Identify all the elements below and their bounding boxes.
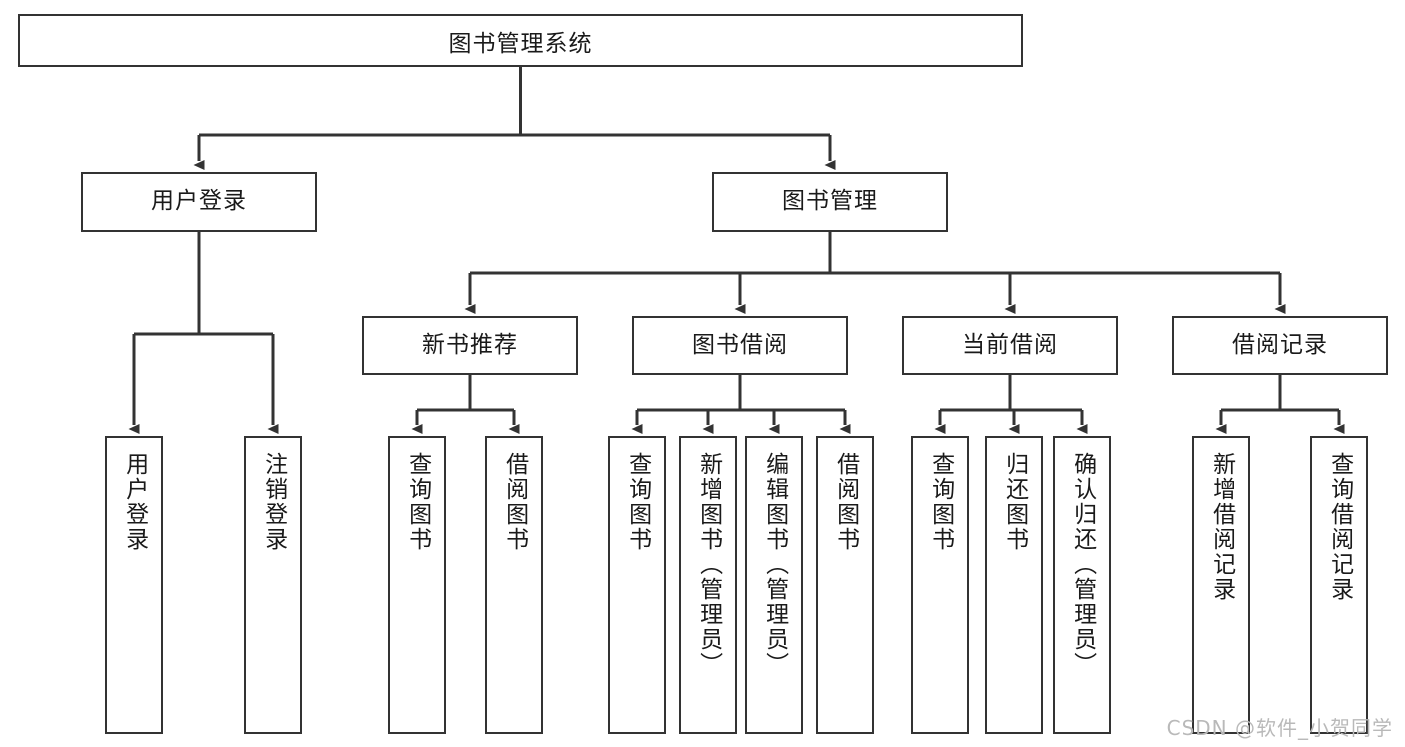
node-label: 归还图书 — [1001, 452, 1028, 552]
node-leaf-user-logout[interactable]: 注销登录 — [244, 436, 302, 734]
node-label: 图书管理 — [782, 188, 878, 215]
node-label: 借阅记录 — [1232, 331, 1328, 358]
node-user-login[interactable]: 用户登录 — [81, 172, 317, 232]
node-new-book-recommend[interactable]: 新书推荐 — [362, 316, 578, 375]
node-leaf-borrow-book-recommend[interactable]: 借阅图书 — [485, 436, 543, 734]
node-leaf-query-book-borrow[interactable]: 查询图书 — [608, 436, 666, 734]
node-current-borrow[interactable]: 当前借阅 — [902, 316, 1118, 375]
node-label: 用户登录 — [151, 188, 247, 215]
node-leaf-add-book[interactable]: 新增图书（管理员） — [679, 436, 737, 734]
node-leaf-user-login[interactable]: 用户登录 — [105, 436, 163, 734]
node-label: 查询图书 — [404, 452, 431, 552]
node-label: 新增借阅记录 — [1208, 452, 1235, 602]
node-label: 当前借阅 — [962, 331, 1058, 358]
node-label: 新书推荐 — [422, 331, 518, 358]
node-leaf-add-record[interactable]: 新增借阅记录 — [1192, 436, 1250, 734]
node-borrow-record[interactable]: 借阅记录 — [1172, 316, 1388, 375]
node-label: 确认归还（管理员） — [1069, 452, 1096, 677]
node-root[interactable]: 图书管理系统 — [18, 14, 1023, 67]
node-leaf-query-book-recommend[interactable]: 查询图书 — [388, 436, 446, 734]
node-label: 查询借阅记录 — [1326, 452, 1353, 602]
node-leaf-query-book-current[interactable]: 查询图书 — [911, 436, 969, 734]
node-book-manage[interactable]: 图书管理 — [712, 172, 948, 232]
node-label: 查询图书 — [624, 452, 651, 552]
node-book-borrow[interactable]: 图书借阅 — [632, 316, 848, 375]
node-label: 编辑图书（管理员） — [761, 452, 788, 677]
node-leaf-return-book[interactable]: 归还图书 — [985, 436, 1043, 734]
node-label: 图书管理系统 — [448, 30, 593, 57]
node-label: 图书借阅 — [692, 331, 788, 358]
node-label: 查询图书 — [927, 452, 954, 552]
node-label: 新增图书（管理员） — [695, 452, 722, 677]
node-label: 注销登录 — [260, 452, 287, 552]
node-label: 借阅图书 — [501, 452, 528, 552]
node-label: 用户登录 — [121, 452, 148, 552]
node-label: 借阅图书 — [832, 452, 859, 552]
node-leaf-borrow-book[interactable]: 借阅图书 — [816, 436, 874, 734]
node-leaf-edit-book[interactable]: 编辑图书（管理员） — [745, 436, 803, 734]
node-leaf-query-record[interactable]: 查询借阅记录 — [1310, 436, 1368, 734]
node-leaf-confirm-return[interactable]: 确认归还（管理员） — [1053, 436, 1111, 734]
